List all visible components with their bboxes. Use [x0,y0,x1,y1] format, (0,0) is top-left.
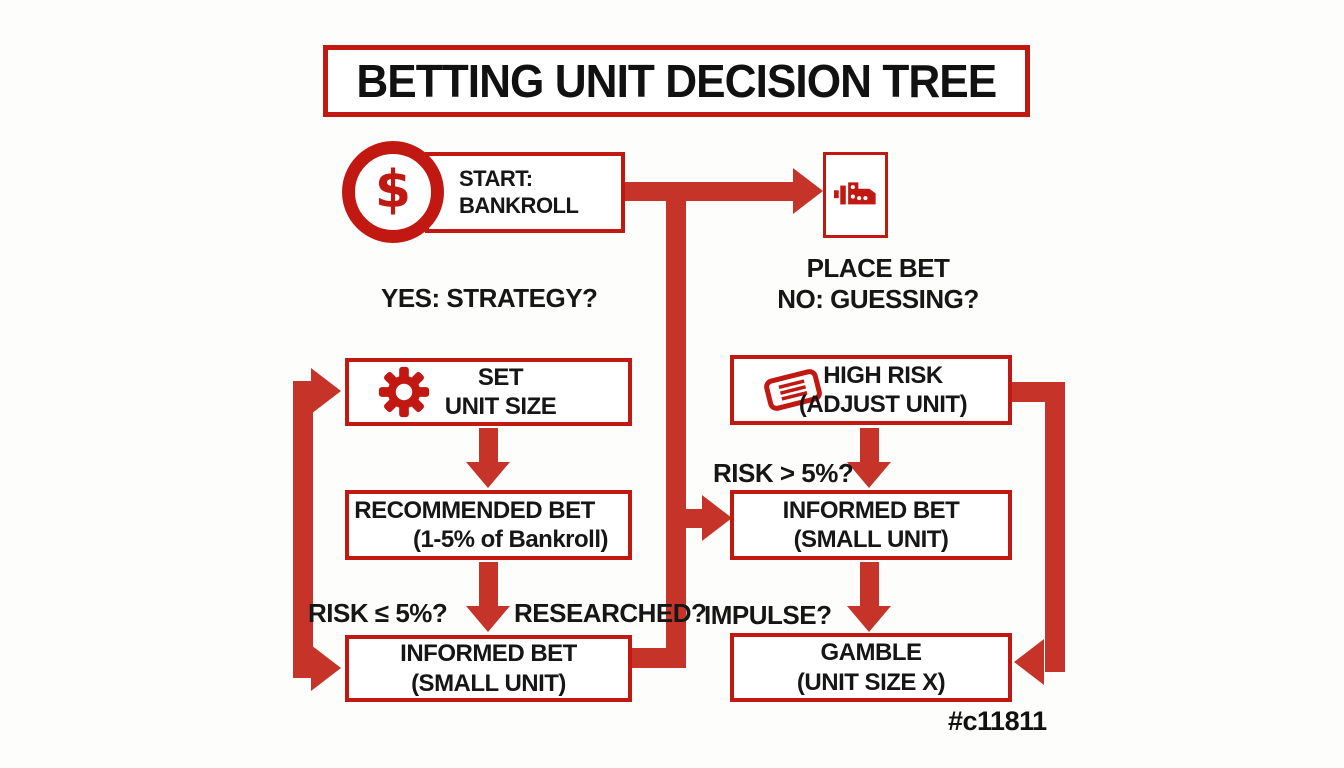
informed-left-line2: (SMALL UNIT) [411,669,566,697]
informed-left-line1: INFORMED BET [400,640,577,668]
informed-bet-right-node: INFORMED BET (SMALL UNIT) [730,490,1012,560]
arrowhead-right-informed [702,495,732,541]
arrowhead-down-informed-right [847,462,891,488]
gamble-line2: (UNIT SIZE X) [796,668,946,696]
informed-right-line1: INFORMED BET [782,496,960,524]
connector-highrisk-to-informed [860,428,879,464]
arrowhead-down-informed-left [466,606,510,632]
arrowhead-left-gamble [1014,639,1044,685]
connector-highrisk-elbow-side [1045,382,1065,672]
bet-slip-icon [833,182,876,205]
set-line2: UNIT SIZE [444,393,557,420]
title-box: BETTING UNIT DECISION TREE [323,45,1030,117]
high-risk-node: HIGH RISK (ADJUST UNIT) [730,355,1012,425]
connector-trunk-to-informed-left [630,648,670,668]
high-risk-line1: HIGH RISK [823,361,943,389]
impulse-label: IMPULSE? [704,600,832,630]
no-guessing-label: NO: GUESSING? [777,283,979,314]
page-title: BETTING UNIT DECISION TREE [356,55,998,107]
informed-right-line2: (SMALL UNIT) [793,526,949,553]
connector-left-bracket [293,381,313,678]
arrowhead-down-gamble [847,606,891,632]
arrowhead-down-recommended [466,462,510,488]
place-bet-label: PLACE BET [806,253,950,283]
connector-central-trunk [666,182,686,668]
start-line1: START: [459,165,533,191]
place-bet-label-group: PLACE BET NO: GUESSING? [748,253,1008,314]
yes-strategy-label: YES: STRATEGY? [381,283,598,313]
set-node-text: SET UNIT SIZE [445,363,557,422]
set-unit-size-node: SET UNIT SIZE [345,358,632,426]
dollar-circle-icon: $ [342,141,444,243]
recommended-bet-node: RECOMMENDED BET (1-5% of Bankroll) [345,490,632,560]
high-risk-text: HIGH RISK (ADJUST UNIT) [798,361,968,420]
bet-slip-node [823,152,888,238]
informed-bet-left-node: INFORMED BET (SMALL UNIT) [345,635,632,702]
color-code-watermark: #c11811 [948,706,1047,736]
connector-recommended-to-informed [479,562,498,608]
risk-gt-5-label: RISK > 5%? [713,458,854,488]
researched-label: RESEARCHED? [514,598,707,628]
high-risk-line2: (ADJUST UNIT) [798,391,968,418]
arrowhead-right-slip [793,168,823,214]
recommended-line2: (1-5% of Bankroll) [412,526,609,553]
recommended-line1: RECOMMENDED BET [354,496,595,524]
connector-informed-to-gamble [860,562,879,608]
start-node: START: BANKROLL [425,152,625,233]
risk-le-5-label: RISK ≤ 5%? [308,598,448,628]
arrowhead-into-informed-left [311,645,341,691]
gamble-line1: GAMBLE [820,639,923,667]
start-line2: BANKROLL [459,192,579,218]
ticket-icon [764,369,822,411]
dollar-glyph: $ [374,160,412,220]
connector-trunk-to-informed-right [686,509,704,528]
gamble-node: GAMBLE (UNIT SIZE X) [730,633,1012,702]
connector-start-to-slip [595,182,795,201]
set-line1: SET [477,363,524,391]
connector-set-to-recommended [479,428,498,464]
gear-icon [378,366,430,418]
arrowhead-into-set [311,368,341,414]
